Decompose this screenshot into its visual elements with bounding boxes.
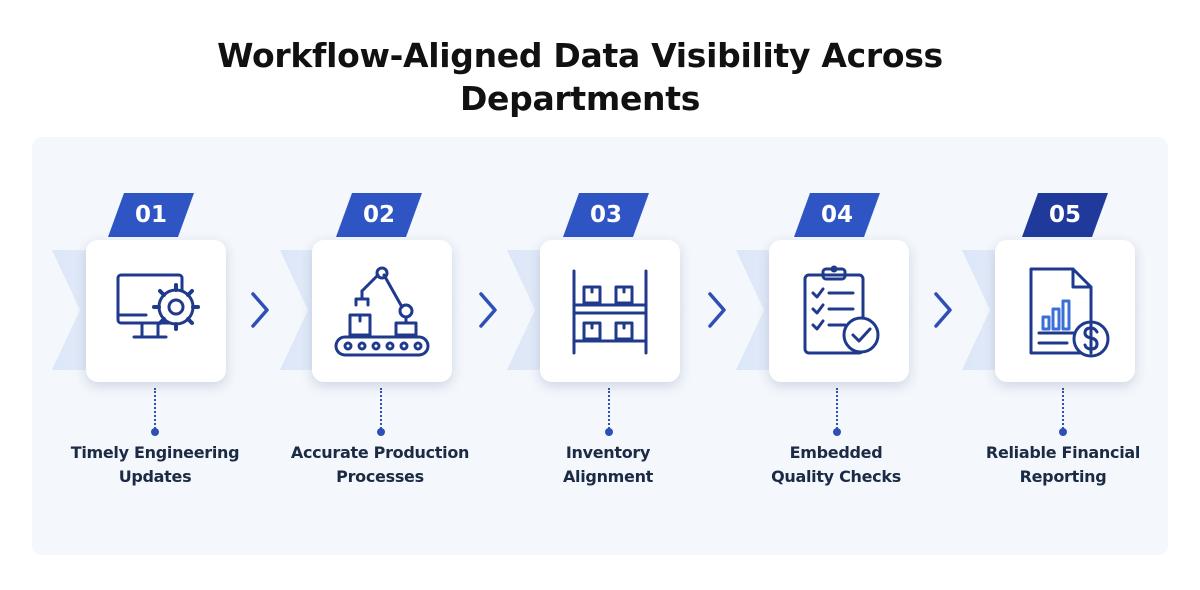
connector-dot (833, 428, 841, 436)
step-label-line: Reporting (1019, 467, 1107, 486)
step-label: Timely Engineering Updates (50, 441, 260, 489)
step-label-line: Embedded (789, 443, 883, 462)
step-3: 03 Inventory Alignment (0, 0, 687, 590)
chevron-right-icon (251, 292, 269, 328)
step-1: 01 Timely Engineering Updates (0, 0, 240, 590)
step-card (769, 240, 909, 382)
step-number: 03 (589, 202, 622, 228)
warehouse-shelf-icon (572, 269, 648, 355)
step-label-line: Reliable Financial (985, 443, 1141, 462)
step-label: Inventory Alignment (503, 441, 713, 489)
connector-dot (377, 428, 385, 436)
step-card (540, 240, 680, 382)
step-label: Embedded Quality Checks (731, 441, 941, 489)
step-label-line: Inventory (565, 443, 651, 462)
step-card (995, 240, 1135, 382)
step-label-line: Alignment (562, 467, 654, 486)
connector-line (608, 388, 610, 432)
step-label-line: Accurate Production (290, 443, 470, 462)
step-label: Accurate Production Processes (275, 441, 485, 489)
step-number-badge: 05 (1022, 193, 1108, 237)
connector-line (836, 388, 838, 432)
step-number-badge: 03 (563, 193, 649, 237)
robot-arm-conveyor-icon (334, 266, 430, 357)
step-5: 05 Reliable Financial Reporting (0, 0, 1142, 590)
connector-line (380, 388, 382, 432)
connector-line (1062, 388, 1064, 432)
chevron-right-icon (934, 292, 952, 328)
step-number: 02 (362, 202, 395, 228)
step-label: Reliable Financial Reporting (958, 441, 1168, 489)
clipboard-check-icon (803, 265, 880, 355)
step-number: 04 (820, 202, 853, 228)
connector-dot (151, 428, 159, 436)
step-label-line: Timely Engineering (70, 443, 240, 462)
step-4: 04 Embedded Quality Checks (0, 0, 916, 590)
financial-report-icon (1029, 267, 1110, 358)
step-label-line: Quality Checks (771, 467, 901, 486)
step-number-badge: 02 (336, 193, 422, 237)
step-number: 01 (134, 202, 167, 228)
step-number-badge: 01 (108, 193, 194, 237)
step-2: 02 Accurate Production Processes (0, 0, 469, 590)
step-card (86, 240, 226, 382)
step-label-line: Updates (118, 467, 192, 486)
step-label-line: Processes (336, 467, 424, 486)
connector-line (154, 388, 156, 432)
step-card (312, 240, 452, 382)
connector-dot (1059, 428, 1067, 436)
connector-dot (605, 428, 613, 436)
chevron-right-icon (708, 292, 726, 328)
chevron-right-icon (479, 292, 497, 328)
step-number: 05 (1048, 202, 1081, 228)
step-number-badge: 04 (794, 193, 880, 237)
monitor-gear-icon (116, 273, 200, 339)
diagram-title: Workflow-Aligned Data Visibility Across … (217, 36, 943, 118)
